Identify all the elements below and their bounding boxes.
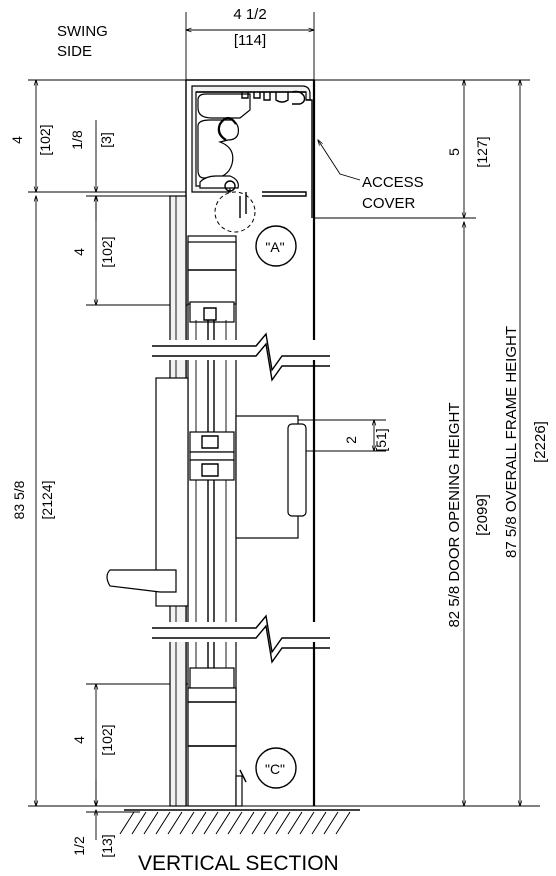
access-cover-label-2: COVER: [362, 195, 416, 212]
hatch-stroke: [335, 811, 351, 835]
frame-head-profile: [185, 79, 361, 267]
hatch-stroke: [191, 811, 207, 835]
rail-bottom-dim-mm: [102]: [99, 724, 115, 755]
floor-hatch: [119, 809, 360, 835]
hatch-stroke: [251, 811, 267, 835]
left-top-dim: 4: [9, 136, 25, 144]
frame-height-dim-mm: [2226]: [532, 421, 549, 463]
push-pad-hardware: [106, 377, 307, 607]
hatch-stroke: [143, 811, 159, 835]
drawing-title: VERTICAL SECTION: [138, 852, 339, 875]
hatch-stroke: [131, 811, 147, 835]
top-width-label: 4 1/2: [233, 6, 266, 23]
rail-bottom-dim: 4: [71, 736, 87, 744]
hatch-stroke: [227, 811, 243, 835]
detail-a-label: "A": [265, 239, 284, 255]
head-dim: 5: [446, 148, 462, 156]
access-cover-label-1: ACCESS: [362, 174, 424, 191]
hatch-stroke: [179, 811, 195, 835]
top-width-mm-label: [114]: [234, 32, 266, 49]
hatch-stroke: [215, 811, 231, 835]
left-top-dim-mm: [102]: [37, 124, 53, 155]
rail-top-dim-mm: [102]: [99, 236, 115, 267]
door-total-dim: 83 5/8: [11, 480, 27, 519]
mid-dim-mm: [51]: [373, 428, 389, 451]
hatch-stroke: [323, 811, 339, 835]
break-lines: [150, 332, 330, 664]
hatch-stroke: [167, 811, 183, 835]
head-dim-mm: [127]: [474, 136, 490, 167]
hatch-stroke: [299, 811, 315, 835]
frame-height-dim: 87 5/8 OVERALL FRAME HEIGHT: [503, 326, 520, 558]
detail-c-label: "C": [265, 761, 285, 777]
hatch-stroke: [119, 811, 135, 835]
door-total-dim-mm: [2124]: [39, 481, 55, 520]
undercut-dim: 1/2: [71, 836, 87, 856]
swing-side-label-1: SWING: [57, 23, 108, 40]
hatch-stroke: [263, 811, 279, 835]
rail-top-dim: 4: [71, 248, 87, 256]
hatch-stroke: [275, 811, 291, 835]
hatch-stroke: [287, 811, 303, 835]
hatch-stroke: [203, 811, 219, 835]
hatch-stroke: [239, 811, 255, 835]
undercut-dim-mm: [13]: [99, 834, 115, 857]
mid-dim: 2: [343, 436, 359, 444]
gap-dim-mm: [3]: [98, 132, 114, 148]
hatch-stroke: [311, 811, 327, 835]
door-opening-dim-mm: [2099]: [474, 494, 491, 536]
hatch-stroke: [155, 811, 171, 835]
swing-side-label-2: SIDE: [57, 43, 92, 60]
gap-dim: 1/8: [69, 130, 85, 150]
door-opening-dim: 82 5/8 DOOR OPENING HEIGHT: [446, 402, 463, 627]
